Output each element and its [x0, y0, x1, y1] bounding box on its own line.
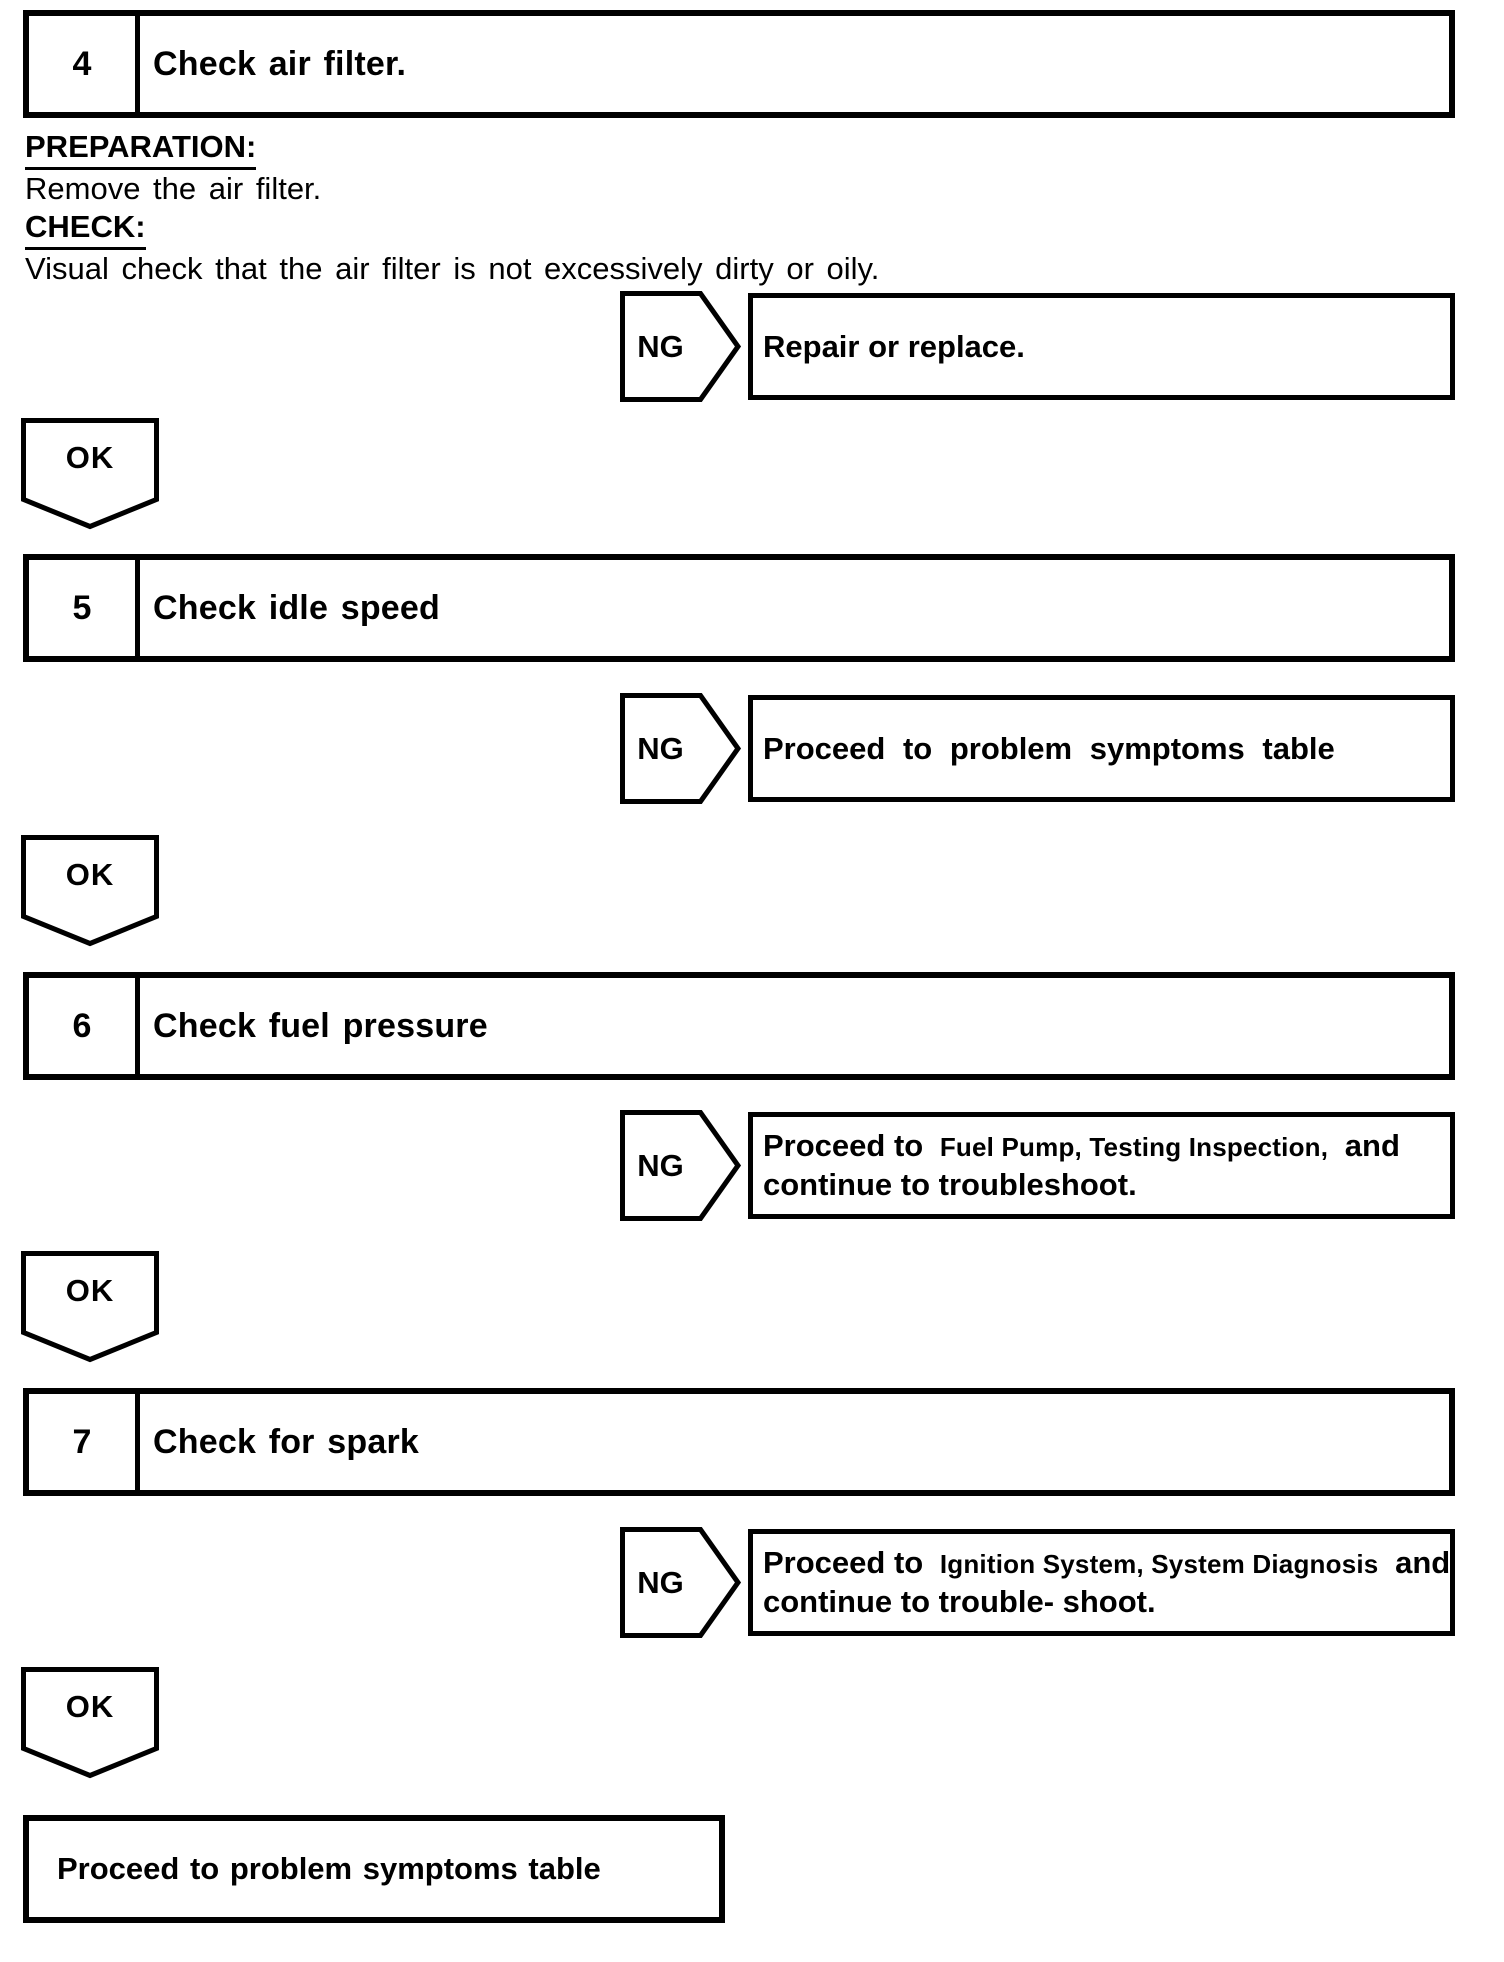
step-number-4: 4: [29, 16, 140, 112]
ng-result-text-line1: Proceed to Fuel Pump, Testing Inspection…: [763, 1127, 1450, 1166]
ng-text-segment: and: [1395, 1545, 1451, 1580]
ok-pentagon-icon: [21, 418, 159, 530]
ng-label: NG: [637, 1564, 684, 1600]
ng-result-text: Repair or replace.: [763, 328, 1025, 364]
ok-label: OK: [65, 440, 115, 475]
ok-label: OK: [65, 857, 115, 892]
ng-pentagon-icon: [620, 1110, 742, 1221]
step-title-7: Check for spark: [153, 1422, 419, 1461]
ng-result-text-line1: Proceed to Ignition System, System Diagn…: [763, 1544, 1450, 1583]
ng-pentagon-icon: [620, 291, 742, 402]
ok-label: OK: [65, 1689, 115, 1724]
ng-label: NG: [637, 730, 684, 766]
step-box-6: 6 Check fuel pressure: [23, 972, 1455, 1080]
preparation-heading: PREPARATION:: [25, 128, 1455, 170]
preparation-text: Remove the air filter.: [25, 171, 322, 206]
final-action-text: Proceed to problem symptoms table: [57, 1851, 601, 1886]
ng-result-box-2: Proceed to problem symptoms table: [748, 695, 1455, 802]
ng-text-segment: Proceed to: [763, 1128, 924, 1163]
step-box-5: 5 Check idle speed: [23, 554, 1455, 662]
ng-pentagon-icon: [620, 693, 742, 804]
step-title-5: Check idle speed: [153, 588, 440, 627]
ok-label: OK: [65, 1273, 115, 1308]
ng-reference-segment: Fuel Pump, Testing Inspection,: [939, 1132, 1329, 1162]
step-number-6: 6: [29, 978, 140, 1074]
ok-pentagon-icon: [21, 835, 159, 947]
step-number-5: 5: [29, 560, 140, 656]
ok-pentagon-icon: [21, 1251, 159, 1363]
step4-details: PREPARATION: Remove the air filter. CHEC…: [25, 128, 1455, 288]
step-title-6: Check fuel pressure: [153, 1006, 488, 1045]
ng-result-text: Proceed to problem symptoms table: [763, 730, 1335, 766]
step-box-4: 4 Check air filter.: [23, 10, 1455, 118]
ng-result-box-1: Repair or replace.: [748, 293, 1455, 400]
step-number-7: 7: [29, 1394, 140, 1490]
ng-result-text-line2: continue to troubleshoot.: [763, 1167, 1137, 1202]
ng-reference-segment: Ignition System, System Diagnosis: [939, 1549, 1379, 1579]
step-title-4: Check air filter.: [153, 44, 407, 83]
ng-label: NG: [637, 328, 684, 364]
ng-result-text-line2: continue to trouble- shoot.: [763, 1584, 1156, 1619]
ng-pentagon-icon: [620, 1527, 742, 1638]
ng-text-segment: Proceed to: [763, 1545, 924, 1580]
check-text: Visual check that the air filter is not …: [25, 251, 880, 286]
step-box-7: 7 Check for spark: [23, 1388, 1455, 1496]
ng-result-box-3: Proceed to Fuel Pump, Testing Inspection…: [748, 1112, 1455, 1219]
ok-pentagon-icon: [21, 1667, 159, 1779]
final-action-box: Proceed to problem symptoms table: [23, 1815, 725, 1923]
ng-text-segment: and: [1344, 1128, 1400, 1163]
ng-result-box-4: Proceed to Ignition System, System Diagn…: [748, 1529, 1455, 1636]
ng-label: NG: [637, 1147, 684, 1183]
check-heading: CHECK:: [25, 208, 1455, 250]
